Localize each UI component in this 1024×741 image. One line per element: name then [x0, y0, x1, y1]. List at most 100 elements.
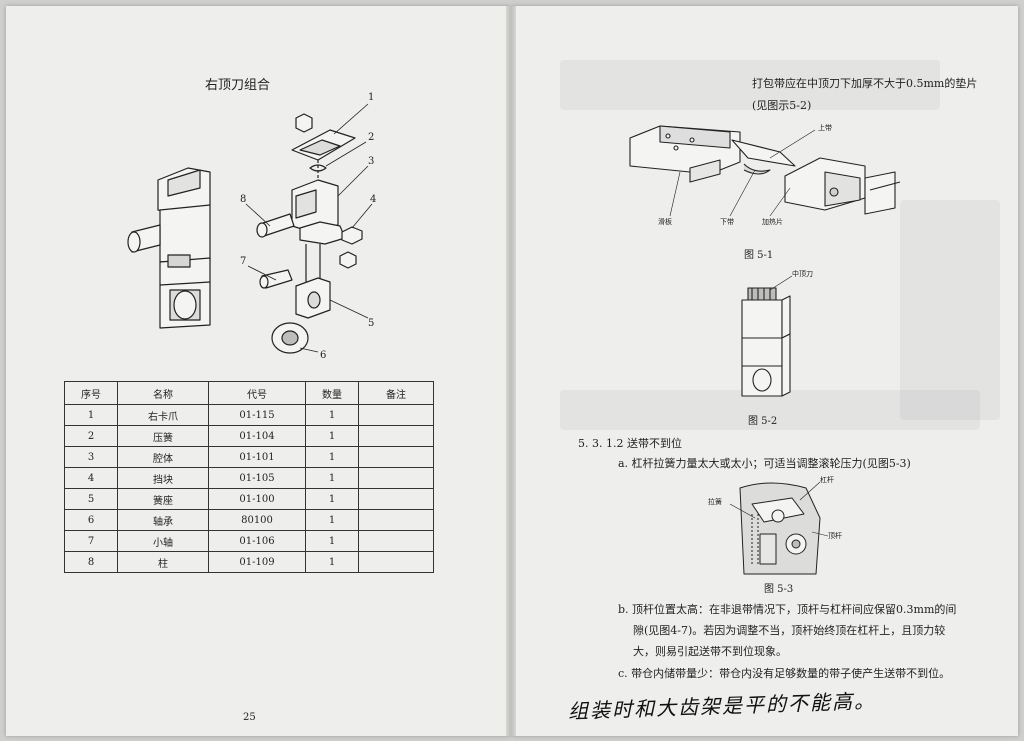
cell-index: 6: [64, 509, 118, 531]
book-gutter: [506, 6, 516, 736]
callout-2: 2: [368, 132, 374, 143]
cell-code: 01-106: [208, 530, 306, 552]
cell-name: 压簧: [117, 425, 209, 447]
cell-code: 01-115: [208, 404, 306, 426]
cell-qty: 1: [305, 530, 359, 552]
lower-strap: [743, 163, 771, 175]
cell-code: 01-109: [208, 551, 306, 573]
figure-5-2-diagram: 中顶刀: [741, 269, 813, 397]
cell-name: 腔体: [117, 446, 209, 468]
cell-code: 01-105: [208, 467, 306, 489]
bleed-through: [560, 60, 940, 110]
cell-name: 簧座: [117, 488, 209, 510]
table-header-row: 序号 名称 代号 数量 备注: [64, 381, 434, 405]
callout-1: 1: [368, 92, 374, 103]
figure-5-1-caption: 图 5-1: [744, 250, 774, 261]
cell-name: 小轴: [117, 530, 209, 552]
callout-3: 3: [368, 156, 374, 167]
cell-name: 轴承: [117, 509, 209, 531]
intro-line-1: 打包带应在中顶刀下加厚不大于0.5mm的垫片: [752, 77, 978, 90]
cell-remarks: [358, 530, 434, 552]
cell-name: 挡块: [117, 467, 209, 489]
callout-4: 4: [370, 194, 376, 205]
cell-remarks: [358, 467, 434, 489]
header-index: 序号: [64, 381, 118, 405]
cell-index: 2: [64, 425, 118, 447]
figure-5-3-caption: 图 5-3: [764, 584, 794, 595]
tension-spring: [751, 514, 759, 564]
push-rod: [759, 533, 777, 565]
assembly-title: 右顶刀组合: [205, 78, 271, 93]
cell-code: 01-100: [208, 488, 306, 510]
cell-index: 8: [64, 551, 118, 573]
cell-qty: 1: [305, 488, 359, 510]
cell-index: 5: [64, 488, 118, 510]
item-b-line-2: 隙(见图4-7)。若因为调整不当，顶杆始终顶在杠杆上，且顶力较: [633, 624, 946, 637]
callout-8: 8: [240, 194, 246, 205]
label-lower-strap: 下带: [720, 218, 734, 226]
part-2-spring: [309, 164, 327, 172]
bleed-through: [560, 390, 980, 430]
header-code: 代号: [208, 381, 306, 405]
cell-name: 右卡爪: [117, 404, 209, 426]
exploded-assembly-diagram: 1 2 3 4 5 6 7 8: [127, 92, 376, 361]
upper-strap: [731, 139, 796, 167]
header-name: 名称: [117, 381, 209, 405]
figure-5-3-diagram: 拉簧 杠杆 顶杆: [708, 475, 842, 575]
label-lever: 杠杆: [820, 475, 834, 484]
cell-qty: 1: [305, 551, 359, 573]
callout-7: 7: [240, 256, 246, 267]
left-page: [6, 6, 510, 736]
cell-qty: 1: [305, 425, 359, 447]
cell-code: 01-104: [208, 425, 306, 447]
cell-remarks: [358, 404, 434, 426]
callout-6: 6: [320, 350, 326, 361]
label-middle-top-knife: 中顶刀: [792, 269, 813, 278]
label-slide-plate: 滑板: [658, 217, 672, 226]
label-spring: 拉簧: [708, 497, 722, 506]
cell-qty: 1: [305, 446, 359, 468]
cell-remarks: [358, 488, 434, 510]
cell-index: 7: [64, 530, 118, 552]
item-c: c. 带仓内储带量少：带仓内没有足够数量的带子使产生送带不到位。: [618, 667, 951, 680]
header-remarks: 备注: [358, 381, 434, 405]
intro-line-2: (见图示5-2): [752, 99, 812, 112]
cell-code: 80100: [208, 509, 306, 531]
cell-index: 1: [64, 404, 118, 426]
page-number: 25: [243, 712, 256, 723]
bleed-through: [900, 200, 1000, 420]
callout-5: 5: [368, 318, 374, 329]
cell-remarks: [358, 425, 434, 447]
screw-top: [295, 113, 313, 133]
cell-qty: 1: [305, 509, 359, 531]
figure-5-2-caption: 图 5-2: [748, 416, 778, 427]
label-heater: 加热片: [762, 217, 783, 226]
cell-index: 4: [64, 467, 118, 489]
cell-qty: 1: [305, 467, 359, 489]
mechanism-housing: [739, 482, 821, 575]
cell-code: 01-101: [208, 446, 306, 468]
label-upper-strap: 上带: [818, 123, 832, 132]
item-a: a. 杠杆拉簧力量太大或太小；可适当调整滚轮压力(见图5-3): [618, 457, 911, 470]
cell-index: 3: [64, 446, 118, 468]
cell-name: 柱: [117, 551, 209, 573]
item-b-line-3: 大，则易引起送带不到位现象。: [633, 645, 787, 658]
cell-remarks: [358, 509, 434, 531]
figure-5-1-diagram: 上带 滑板 下带 加热片: [629, 123, 901, 226]
cell-remarks: [358, 446, 434, 468]
header-qty: 数量: [305, 381, 359, 405]
label-rod: 顶杆: [828, 531, 842, 540]
cell-qty: 1: [305, 404, 359, 426]
cell-remarks: [358, 551, 434, 573]
item-b-line-1: b. 顶杆位置太高：在非退带情况下，顶杆与杠杆间应保留0.3mm的间: [618, 603, 957, 616]
